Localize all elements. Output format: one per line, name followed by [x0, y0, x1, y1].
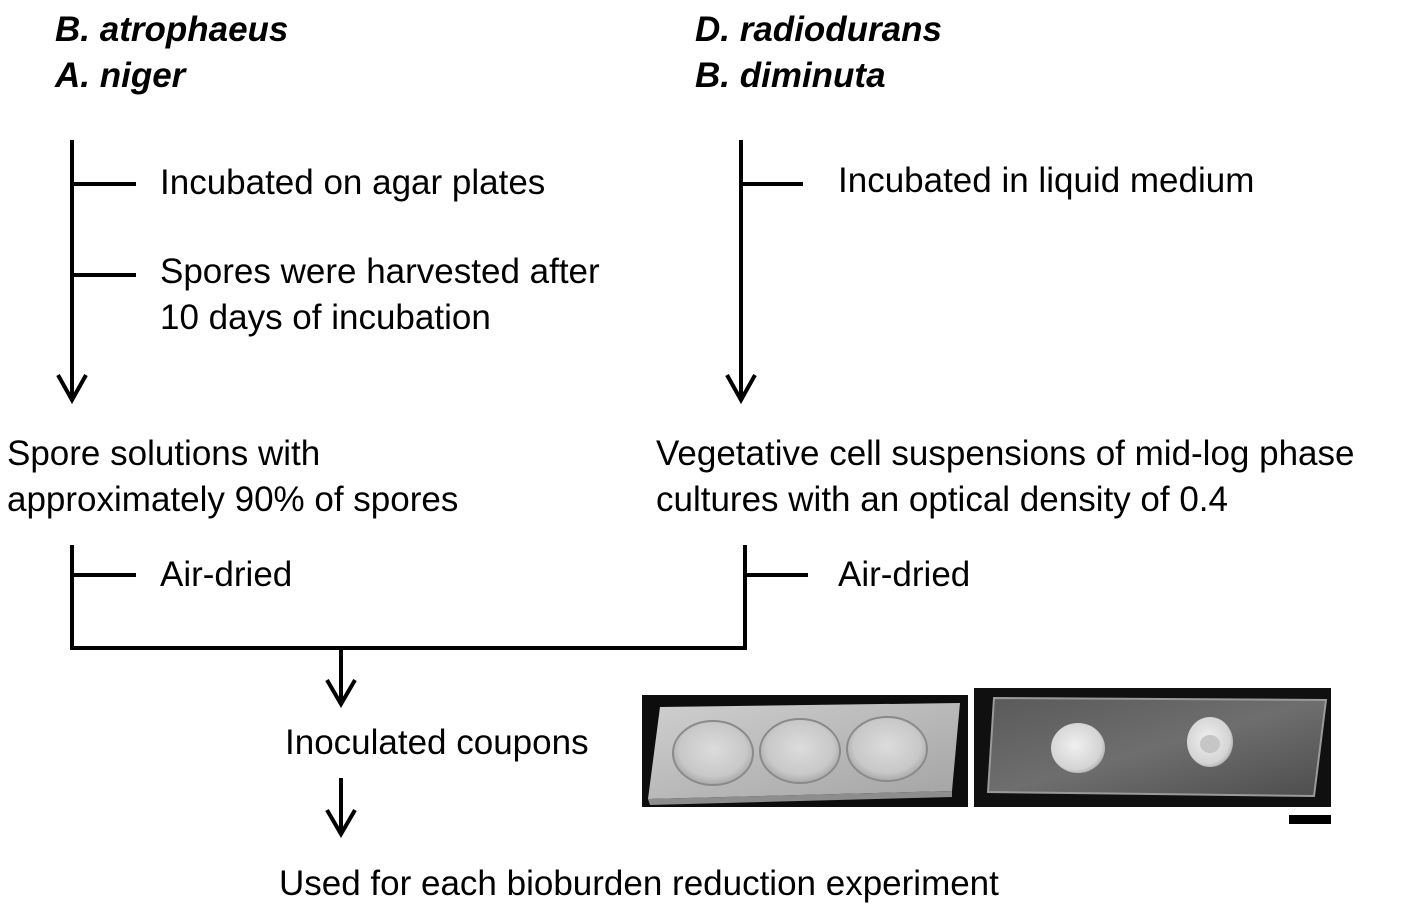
final-arrowhead [325, 808, 357, 838]
right-species-2: B. diminuta [695, 56, 886, 95]
coupon-well-1 [672, 720, 754, 786]
left-step-incubated-agar: Incubated on agar plates [160, 163, 546, 202]
right-species-1: D. radiodurans [695, 10, 942, 49]
left-step-harvested-line2: 10 days of incubation [160, 298, 491, 337]
coupon-well-3 [846, 716, 928, 782]
scale-bar [1289, 815, 1331, 824]
right-result-line2: cultures with an optical density of 0.4 [656, 480, 1228, 519]
dried-spot-2-center [1200, 735, 1220, 753]
left-species-1: B. atrophaeus [55, 10, 289, 49]
coupon-photo-glass [974, 688, 1331, 807]
final-step-label: Used for each bioburden reduction experi… [279, 864, 999, 903]
merge-arrowhead [325, 678, 357, 708]
aluminum-coupon-image [642, 695, 968, 807]
left-result-line1: Spore solutions with [7, 434, 321, 473]
inoculated-coupons-label: Inoculated coupons [285, 723, 589, 762]
right-main-arrowhead [725, 374, 757, 405]
right-air-dried: Air-dried [838, 555, 971, 594]
right-step-incubated-liquid: Incubated in liquid medium [838, 161, 1255, 200]
left-step-harvested-line1: Spores were harvested after [160, 252, 600, 291]
coupon-photo-aluminum [642, 695, 968, 807]
dried-spot-1 [1051, 723, 1105, 773]
left-result-line2: approximately 90% of spores [7, 480, 459, 519]
right-result-line1: Vegetative cell suspensions of mid-log p… [656, 434, 1355, 473]
left-air-dried: Air-dried [160, 555, 293, 594]
left-species-2: A. niger [55, 56, 186, 95]
left-main-arrowhead [56, 374, 88, 405]
coupon-well-2 [759, 718, 841, 784]
glass-slide-image [974, 688, 1331, 807]
